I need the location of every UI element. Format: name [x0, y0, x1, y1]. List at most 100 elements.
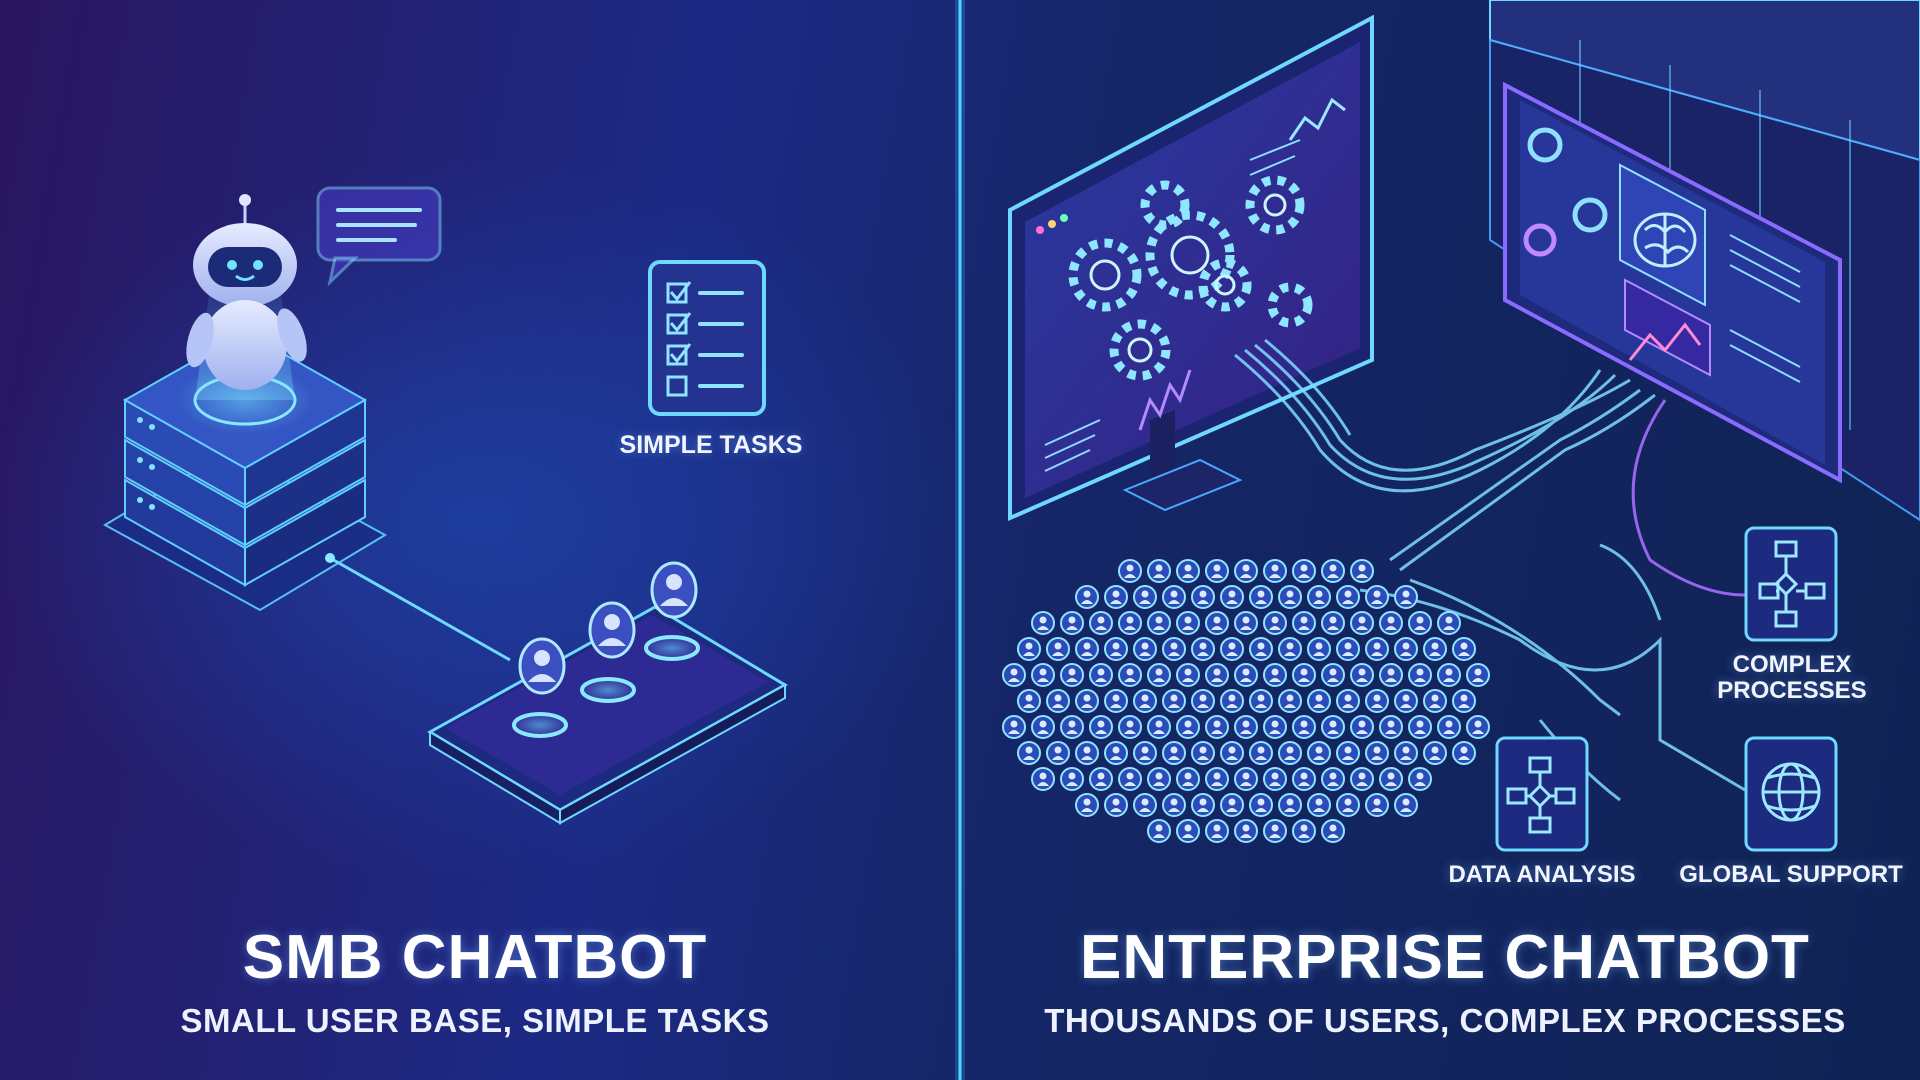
crowd-user-icon: [1394, 637, 1418, 661]
crowd-user-icon: [1307, 793, 1331, 817]
crowd-user-icon: [1133, 585, 1157, 609]
crowd-user-icon: [1234, 663, 1258, 687]
crowd-user-icon: [1205, 663, 1229, 687]
crowd-user-icon: [1089, 611, 1113, 635]
crowd-user-icon: [1104, 793, 1128, 817]
crowd-user-icon: [1133, 637, 1157, 661]
crowd-user-icon: [1133, 793, 1157, 817]
crowd-user-icon: [1017, 637, 1041, 661]
crowd-user-icon: [1278, 741, 1302, 765]
crowd-user-icon: [1321, 611, 1345, 635]
crowd-user-icon: [1002, 715, 1026, 739]
crowd-user-icon: [1365, 793, 1389, 817]
crowd-user-icon: [1307, 585, 1331, 609]
crowd-user-icon: [1321, 663, 1345, 687]
crowd-user-icon: [1075, 741, 1099, 765]
crowd-user-icon: [1104, 585, 1128, 609]
crowd-user-icon: [1336, 793, 1360, 817]
data-analysis-icon-box: [1495, 736, 1589, 852]
complex-processes-label: COMPLEX PROCESSES: [1717, 651, 1867, 704]
crowd-user-icon: [1104, 637, 1128, 661]
crowd-user-icon: [1191, 689, 1215, 713]
crowd-user-icon: [1046, 637, 1070, 661]
crowd-user-icon: [1278, 637, 1302, 661]
crowd-user-icon: [1336, 741, 1360, 765]
crowd-user-icon: [1075, 585, 1099, 609]
flowchart-icon: [1758, 540, 1826, 628]
crowd-user-icon: [1191, 585, 1215, 609]
crowd-user-icon: [1292, 611, 1316, 635]
crowd-user-icon: [1292, 559, 1316, 583]
crowd-user-icon: [1133, 689, 1157, 713]
crowd-user-icon: [1060, 611, 1084, 635]
crowd-user-icon: [1466, 715, 1490, 739]
crowd-user-icon: [1220, 637, 1244, 661]
crowd-user-icon: [1176, 559, 1200, 583]
crowd-user-icon: [1118, 559, 1142, 583]
crowd-user-icon: [1249, 689, 1273, 713]
crowd-user-icon: [1162, 793, 1186, 817]
crowd-user-icon: [1292, 715, 1316, 739]
crowd-user-icon: [1176, 663, 1200, 687]
server-to-users-connector: [329, 556, 511, 662]
crowd-user-icon: [1147, 819, 1171, 843]
crowd-user-icon: [1379, 767, 1403, 791]
crowd-user-icon: [1394, 689, 1418, 713]
crowd-user-icon: [1437, 611, 1461, 635]
crowd-user-icon: [1176, 819, 1200, 843]
enterprise-title: ENTERPRISE CHATBOT: [1080, 923, 1810, 992]
crowd-user-icon: [1452, 637, 1476, 661]
crowd-user-icon: [1075, 689, 1099, 713]
crowd-user-icon: [1278, 585, 1302, 609]
global-support-label: GLOBAL SUPPORT: [1679, 861, 1903, 888]
crowd-user-icon: [1278, 689, 1302, 713]
crowd-user-icon: [1220, 741, 1244, 765]
crowd-user-icon: [1162, 585, 1186, 609]
crowd-user-icon: [1336, 585, 1360, 609]
crowd-user-icon: [1205, 715, 1229, 739]
complex-processes-icon-box: [1744, 526, 1838, 642]
crowd-user-icon: [1336, 637, 1360, 661]
crowd-user-icon: [1365, 637, 1389, 661]
crowd-user-icon: [1278, 793, 1302, 817]
data-analysis-label: DATA ANALYSIS: [1448, 861, 1636, 888]
crowd-user-icon: [1046, 741, 1070, 765]
crowd-user-icon: [1205, 819, 1229, 843]
connection-lines: [1234, 338, 1746, 792]
chat-bubble-icon: [316, 186, 442, 287]
globe-icon: [1761, 762, 1821, 822]
crowd-user-icon: [1379, 611, 1403, 635]
crowd-user-icon: [1379, 663, 1403, 687]
crowd-user-icon: [1220, 689, 1244, 713]
dashboard-monitor: [1008, 14, 1374, 522]
crowd-user-icon: [1162, 637, 1186, 661]
crowd-user-icon: [1452, 741, 1476, 765]
analytics-dashboard: [1503, 81, 1842, 484]
crowd-user-icon: [1147, 559, 1171, 583]
crowd-user-icon: [1060, 767, 1084, 791]
crowd-user-icon: [1133, 741, 1157, 765]
crowd-user-icon: [1147, 663, 1171, 687]
crowd-user-icon: [1263, 559, 1287, 583]
crowd-user-icon: [1089, 767, 1113, 791]
crowd-user-icon: [1292, 819, 1316, 843]
crowd-user-icon: [1263, 715, 1287, 739]
crowd-user-icon: [1046, 689, 1070, 713]
crowd-user-icon: [1365, 689, 1389, 713]
crowd-user-icon: [1408, 663, 1432, 687]
user-crowd: [1002, 559, 1490, 843]
crowd-user-icon: [1089, 715, 1113, 739]
crowd-user-icon: [1147, 767, 1171, 791]
crowd-user-icon: [1307, 741, 1331, 765]
crowd-user-icon: [1249, 741, 1273, 765]
global-support-icon-box: [1744, 736, 1838, 852]
crowd-user-icon: [1118, 611, 1142, 635]
crowd-user-icon: [1350, 559, 1374, 583]
crowd-user-icon: [1321, 559, 1345, 583]
enterprise-subtitle: THOUSANDS OF USERS, COMPLEX PROCESSES: [1044, 1002, 1846, 1039]
flowchart-icon: [1506, 756, 1576, 834]
crowd-user-icon: [1176, 767, 1200, 791]
crowd-user-icon: [1408, 715, 1432, 739]
